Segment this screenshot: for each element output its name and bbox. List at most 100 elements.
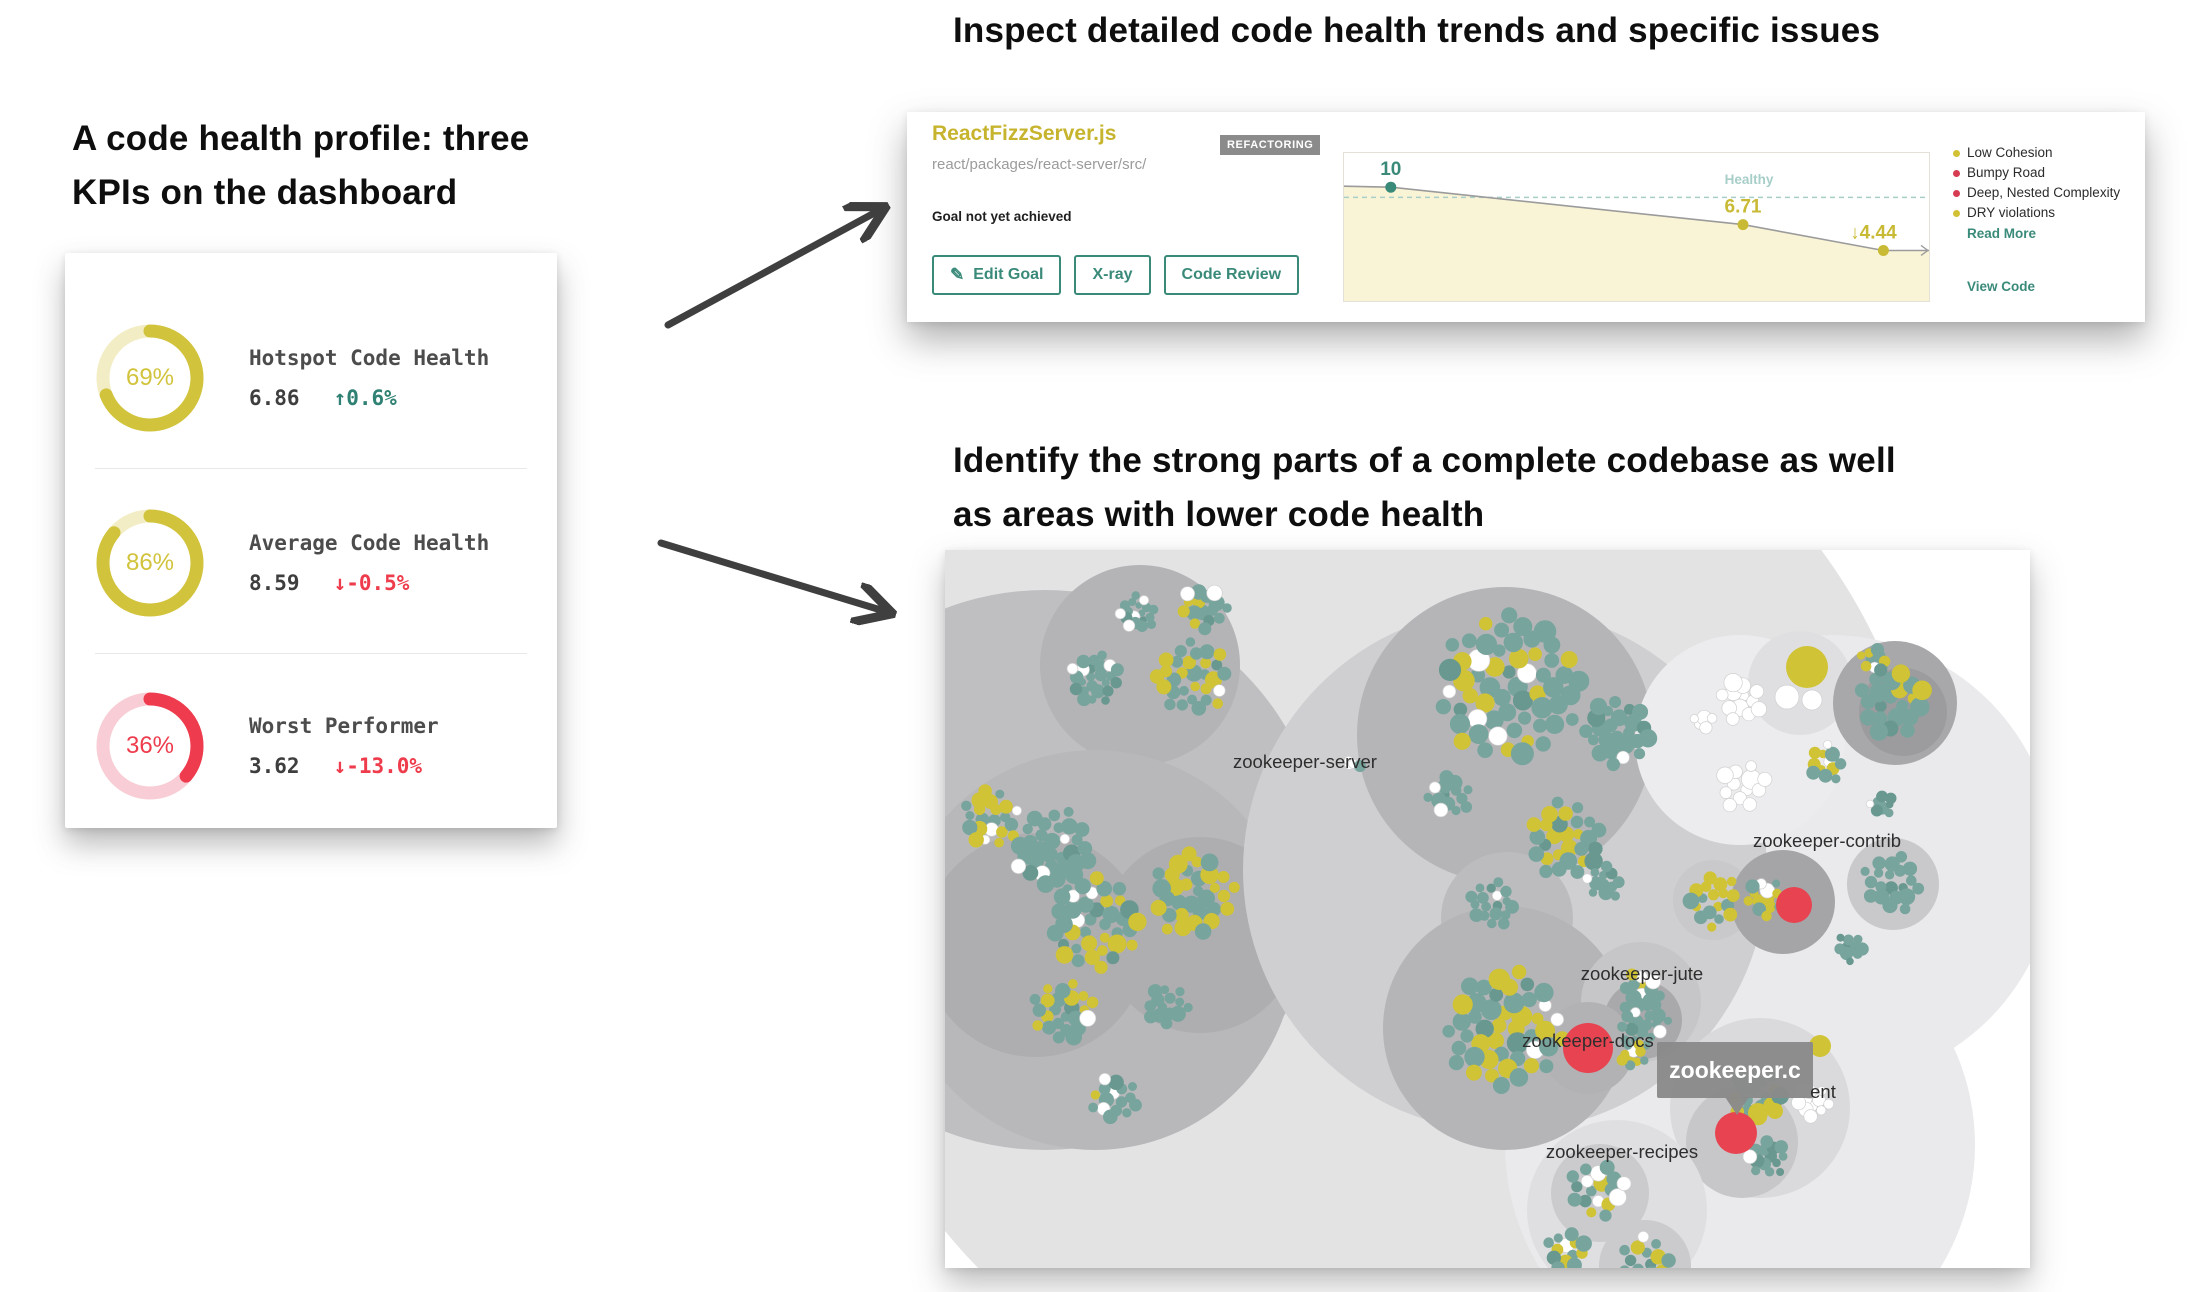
file-bubble[interactable] (1834, 943, 1846, 955)
file-bubble[interactable] (1616, 750, 1630, 765)
file-bubble[interactable] (1564, 1227, 1579, 1242)
file-bubble[interactable] (1212, 698, 1223, 709)
file-bubble[interactable] (1106, 951, 1120, 965)
file-bubble[interactable] (1606, 757, 1620, 772)
file-bubble[interactable] (1004, 817, 1019, 832)
file-bubble[interactable] (1882, 897, 1898, 914)
file-bubble[interactable] (1110, 663, 1124, 677)
file-bubble[interactable] (1632, 1263, 1644, 1268)
file-bubble[interactable] (1860, 660, 1872, 672)
file-bubble[interactable] (1816, 1105, 1827, 1116)
file-bubble[interactable] (1081, 935, 1098, 952)
file-bubble[interactable] (1533, 620, 1557, 643)
file-bubble[interactable] (1854, 683, 1870, 698)
file-bubble[interactable] (1872, 711, 1888, 726)
file-bubble[interactable] (1513, 617, 1533, 637)
file-bubble[interactable] (1748, 1103, 1768, 1123)
file-bubble[interactable] (1545, 714, 1565, 734)
file-bubble[interactable] (1168, 854, 1188, 874)
file-bubble[interactable] (1640, 1056, 1649, 1065)
file-bubble[interactable] (1588, 734, 1599, 746)
file-bubble[interactable] (1176, 699, 1188, 711)
file-bubble[interactable] (1760, 1135, 1774, 1149)
file-bubble[interactable] (1503, 992, 1525, 1014)
trend-point[interactable] (1877, 245, 1889, 256)
file-bubble[interactable] (1032, 1003, 1046, 1017)
file-bubble[interactable] (1119, 600, 1131, 611)
file-bubble[interactable] (1874, 663, 1888, 677)
file-bubble[interactable] (1456, 792, 1468, 805)
file-bubble[interactable] (1498, 917, 1510, 930)
file-bubble[interactable] (1190, 681, 1200, 692)
file-bubble[interactable] (1786, 646, 1828, 688)
file-bubble[interactable] (1610, 709, 1628, 727)
file-bubble[interactable] (1864, 875, 1878, 889)
file-bubble[interactable] (1846, 957, 1854, 966)
file-bubble[interactable] (1689, 714, 1699, 724)
file-bubble[interactable] (1638, 729, 1658, 748)
file-bubble[interactable] (1544, 653, 1560, 668)
file-bubble[interactable] (1485, 1068, 1499, 1083)
file-bubble[interactable] (1171, 894, 1187, 911)
file-bubble[interactable] (1169, 1005, 1186, 1022)
file-bubble[interactable] (1745, 879, 1760, 894)
file-bubble[interactable] (1742, 797, 1757, 812)
file-bubble[interactable] (1191, 584, 1207, 600)
file-bubble[interactable] (1487, 918, 1497, 929)
file-bubble[interactable] (1727, 876, 1737, 887)
file-bubble[interactable] (1859, 709, 1877, 726)
xray-button[interactable]: X-ray (1074, 255, 1151, 295)
file-bubble[interactable] (1637, 1230, 1650, 1243)
file-bubble[interactable] (1091, 684, 1105, 699)
file-bubble[interactable] (1158, 652, 1174, 668)
file-bubble[interactable] (1053, 888, 1071, 905)
file-bubble[interactable] (1068, 979, 1078, 989)
file-bubble[interactable] (1778, 1152, 1788, 1161)
file-bubble[interactable] (1876, 790, 1888, 803)
file-bubble[interactable] (1488, 726, 1508, 746)
file-bubble[interactable] (1180, 586, 1195, 602)
file-bubble[interactable] (1149, 669, 1165, 684)
file-bubble[interactable] (1823, 1098, 1835, 1110)
file-bubble[interactable] (1449, 713, 1471, 735)
file-bubble[interactable] (1048, 809, 1061, 822)
file-bubble[interactable] (1128, 1082, 1137, 1091)
file-bubble[interactable] (1122, 1108, 1132, 1118)
file-bubble[interactable] (1589, 697, 1608, 716)
file-bubble[interactable] (1477, 892, 1489, 904)
file-bubble[interactable] (1052, 1031, 1065, 1044)
read-more-link[interactable]: Read More (1967, 226, 2037, 241)
file-bubble[interactable] (1654, 990, 1665, 1001)
file-bubble[interactable] (1189, 618, 1201, 629)
file-bubble[interactable] (1580, 1174, 1594, 1188)
file-bubble[interactable] (1144, 1000, 1157, 1012)
file-bubble[interactable] (1749, 684, 1765, 699)
file-bubble[interactable] (1088, 1102, 1098, 1113)
file-bubble[interactable] (999, 799, 1013, 814)
file-bubble[interactable] (1489, 907, 1503, 921)
file-bubble[interactable] (1138, 609, 1146, 617)
file-bubble[interactable] (1035, 829, 1048, 842)
file-bubble[interactable] (1641, 1040, 1651, 1050)
view-code-link[interactable]: View Code (1967, 279, 2036, 294)
file-bubble[interactable] (1115, 1096, 1128, 1108)
file-bubble[interactable] (1479, 677, 1501, 698)
file-bubble[interactable] (1206, 902, 1222, 917)
file-bubble[interactable] (1453, 732, 1471, 750)
file-bubble[interactable] (1895, 851, 1908, 863)
file-bubble[interactable] (1906, 875, 1917, 886)
file-bubble[interactable] (1481, 901, 1491, 912)
file-bubble[interactable] (1110, 677, 1122, 689)
file-bubble[interactable] (1661, 1253, 1676, 1268)
file-bubble[interactable] (1752, 902, 1766, 916)
file-bubble[interactable] (1590, 868, 1600, 877)
file-bubble[interactable] (1448, 1055, 1464, 1071)
file-bubble[interactable] (1094, 960, 1108, 974)
file-bubble[interactable] (1451, 1040, 1467, 1056)
file-bubble[interactable] (1561, 839, 1578, 857)
file-bubble[interactable] (1036, 875, 1055, 893)
file-bubble[interactable] (1136, 620, 1148, 632)
file-bubble[interactable] (1818, 768, 1833, 783)
file-bubble[interactable] (1726, 712, 1740, 726)
file-bubble[interactable] (1213, 612, 1225, 624)
